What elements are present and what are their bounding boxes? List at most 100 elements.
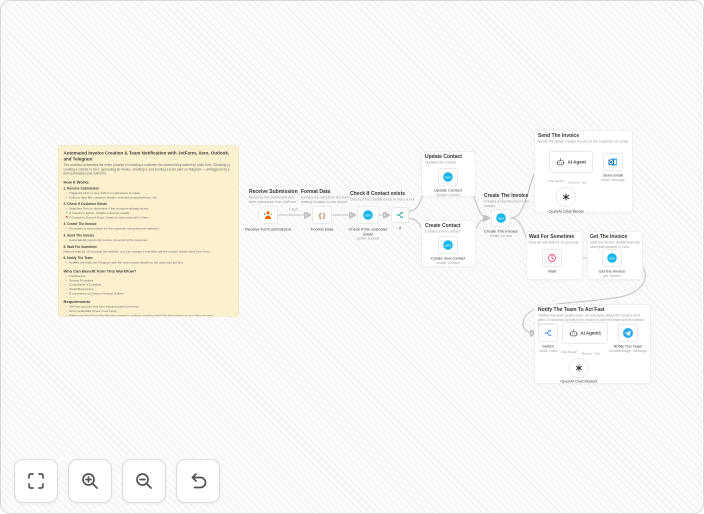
- node-label: Check If the customer exists: [348, 227, 388, 237]
- node-openai-chat-model[interactable]: [556, 187, 576, 207]
- sticky-benefit-list: Freelancers Service Providers Consultant…: [64, 274, 234, 296]
- outlook-icon: [608, 158, 617, 166]
- sticky-bullet: Small Businesses: [66, 287, 234, 291]
- node-switch[interactable]: [538, 324, 558, 342]
- node-label: Wait: [548, 269, 556, 274]
- sticky-section-list: Triggered when a new JotForm submission …: [64, 191, 234, 200]
- sticky-section-list: Generates a new invoice for the customer…: [64, 227, 234, 231]
- sticky-section-list: Searches Xero to determine if the custom…: [64, 207, 234, 220]
- zoom-in-button[interactable]: [68, 459, 112, 503]
- node-receive-form-submission[interactable]: [258, 206, 278, 224]
- xero-icon: xero: [363, 210, 373, 220]
- sticky-bullet: Triggered when a new JotForm submission …: [66, 191, 234, 195]
- desc-send-invoice: Sends the newly created invoice to the c…: [538, 140, 629, 144]
- node-update-contact[interactable]: xero: [438, 168, 458, 186]
- desc-format: Extracts the data from the form making i…: [301, 196, 350, 205]
- node-label: OpenAI Chat Model1: [560, 379, 598, 384]
- sticky-bullet-check: If Customer Exists: Update customer deta…: [66, 211, 234, 215]
- fit-view-icon: [28, 473, 44, 489]
- sticky-section-title: 6. Notify The Team: [63, 256, 93, 261]
- node-label: Update Contact: [434, 188, 462, 193]
- node-get-invoice[interactable]: xero: [602, 249, 622, 267]
- sticky-bullet: Generates a new invoice for the customer…: [66, 227, 234, 231]
- robot-icon: [569, 329, 578, 337]
- robot-icon: [556, 158, 565, 166]
- zoom-out-button[interactable]: [122, 459, 166, 503]
- node-subtitle: send: message: [601, 178, 625, 182]
- node-create-invoice[interactable]: xero: [491, 209, 511, 227]
- sticky-req-heading: Requirements: [63, 299, 91, 305]
- sticky-section-title: 4. Send The Invoice: [63, 233, 95, 238]
- agent-port-memory[interactable]: Memory: [581, 352, 593, 356]
- sticky-bullet: JotForm account and form setup (know mor…: [66, 305, 234, 309]
- sticky-section-title: 3. Create The Invoice: [63, 222, 97, 227]
- node-label: Switch: [542, 344, 554, 349]
- heading-create-contact: Create Contact: [425, 223, 461, 229]
- openai-icon: [562, 193, 570, 201]
- agent-port-tool[interactable]: Tool: [581, 181, 587, 185]
- canvas-toolbar: [14, 459, 220, 503]
- node-wait[interactable]: [542, 249, 562, 267]
- node-send-email[interactable]: [603, 153, 623, 171]
- agent-port-chat-model[interactable]: Chat Model*: [560, 351, 578, 354]
- zoom-out-icon: [136, 473, 152, 489]
- sticky-bullet: Collects data like customer details, sel…: [66, 196, 234, 200]
- node-ai-agent1[interactable]: AI Agent1: [562, 322, 608, 344]
- heading-format: Format Data: [301, 189, 331, 195]
- clock-icon: [548, 254, 556, 262]
- undo-button[interactable]: [176, 459, 220, 503]
- sticky-bullet: Service Providers: [66, 279, 234, 283]
- svg-text:xero: xero: [609, 256, 616, 260]
- node-openai-chat-model1[interactable]: [569, 358, 589, 378]
- xero-icon: xero: [496, 213, 506, 223]
- xero-icon: xero: [443, 172, 453, 182]
- heading-notify-team: Notify The Team To Act Fast: [538, 307, 605, 313]
- xero-icon: xero: [607, 253, 617, 263]
- node-label: Receive Form submission: [244, 227, 292, 232]
- node-subtitle: create: invoice: [489, 234, 513, 238]
- sticky-bullet: Searches Xero to determine if the custom…: [66, 207, 234, 211]
- openai-icon: [575, 364, 583, 372]
- sticky-bullet-cross: If Customer Doesn't Exist: Create a new …: [66, 216, 234, 220]
- node-label: Format Data: [310, 227, 334, 232]
- node-if[interactable]: [391, 207, 409, 223]
- node-notify-team[interactable]: [618, 324, 638, 342]
- sticky-how-heading: How It Works: [63, 179, 89, 185]
- sticky-intro: This workflow automates the entire proce…: [63, 163, 230, 176]
- svg-text:xero: xero: [445, 243, 452, 247]
- desc-update: Updates the contact: [425, 161, 457, 165]
- node-format-data[interactable]: { }: [312, 206, 332, 224]
- heading-get-invoice: Get The Invoice: [590, 234, 628, 240]
- node-label: Notify The Team: [613, 344, 643, 349]
- node-label: Create new contact: [430, 256, 466, 261]
- desc-get-invoice: Gets the invoice details that has been j…: [590, 241, 640, 250]
- node-ai-agent[interactable]: AI Agent: [549, 151, 593, 173]
- sticky-bullet: Xero credentials (know more here): [66, 309, 234, 313]
- agent-port-memory[interactable]: Memory: [568, 181, 580, 185]
- telegram-icon: [623, 328, 633, 338]
- sticky-note[interactable]: Automated Invoice Creation & Team Notifi…: [58, 145, 239, 317]
- switch-branch-icon: [544, 329, 552, 337]
- agent-port-chat-model[interactable]: Chat Model*: [547, 180, 565, 183]
- heading-update: Update Contact: [425, 154, 462, 160]
- heading-wait: Wait For Sometime: [529, 234, 575, 240]
- group-notify-team: [534, 304, 651, 384]
- heading-send-invoice: Send The Invoice: [538, 133, 580, 139]
- if-branch-icon: [396, 211, 404, 219]
- sticky-section-list: Automatically sends the invoice via emai…: [64, 238, 234, 242]
- zoom-in-icon: [82, 473, 98, 489]
- sticky-bullet: Make sure that the product/service names…: [66, 314, 234, 316]
- node-check-customer-exists[interactable]: xero: [357, 206, 379, 224]
- fit-view-button[interactable]: [14, 459, 58, 503]
- node-label: AI Agent: [567, 159, 586, 165]
- node-subtitle: mode: rules: [538, 349, 558, 353]
- agent-port-tool[interactable]: Tool: [594, 352, 600, 356]
- xero-icon: xero: [443, 240, 453, 250]
- node-create-contact[interactable]: xero: [438, 236, 458, 254]
- node-label: Create The Invoice: [484, 229, 518, 234]
- desc-wait: Now we will wait for 10 seconds: [529, 241, 579, 245]
- sticky-section-title: 2. Check If Customer Exists: [63, 202, 107, 207]
- svg-text:xero: xero: [498, 216, 505, 220]
